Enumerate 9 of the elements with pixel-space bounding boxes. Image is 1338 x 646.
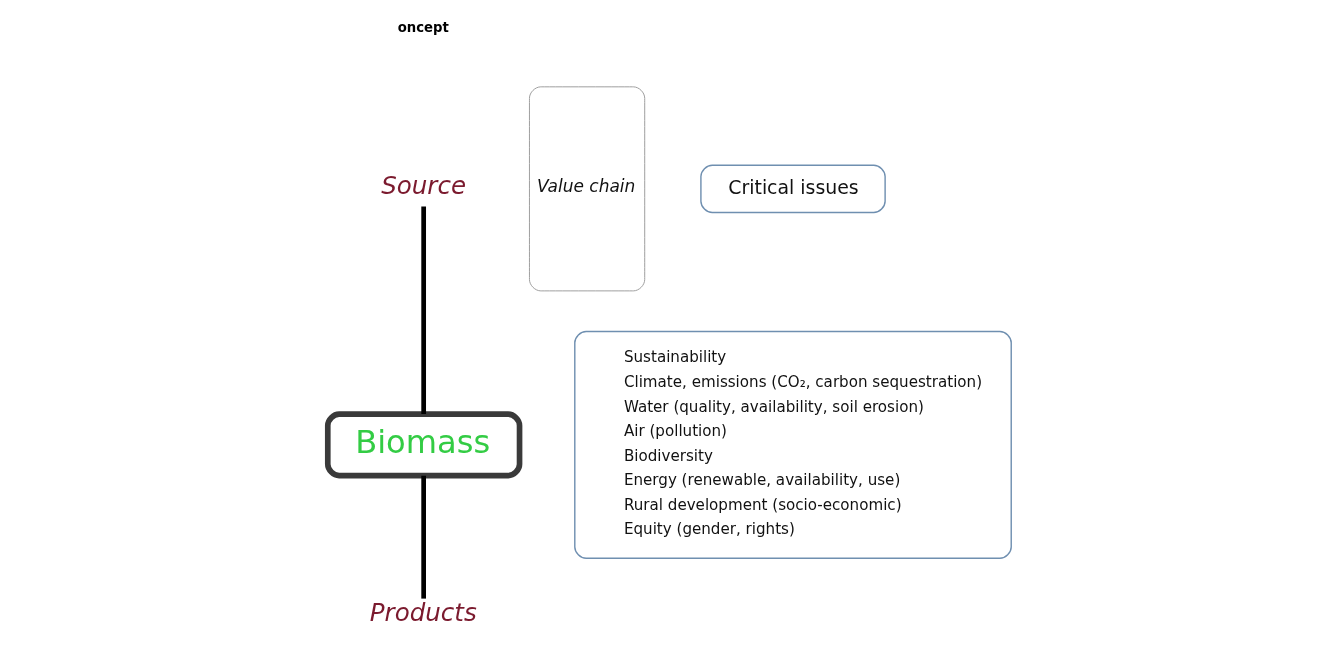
connector [420, 206, 426, 414]
node-box: Value chain [528, 86, 645, 292]
node-text: Source [380, 170, 466, 200]
node-box: Critical issues [699, 164, 886, 214]
label: oncept [397, 19, 449, 35]
node-box: Sustainability Climate, emissions (CO₂, carbon sequestration) Water (quality, availability, soil erosion) Air (pollution) Biodiversity Energy (renewable, availability, use) Rural development (socio-economic) Equity (gender, rights) [573, 330, 1012, 559]
node-text: Products [369, 598, 477, 628]
connector [420, 475, 426, 599]
node-box: Biomass [324, 411, 522, 479]
